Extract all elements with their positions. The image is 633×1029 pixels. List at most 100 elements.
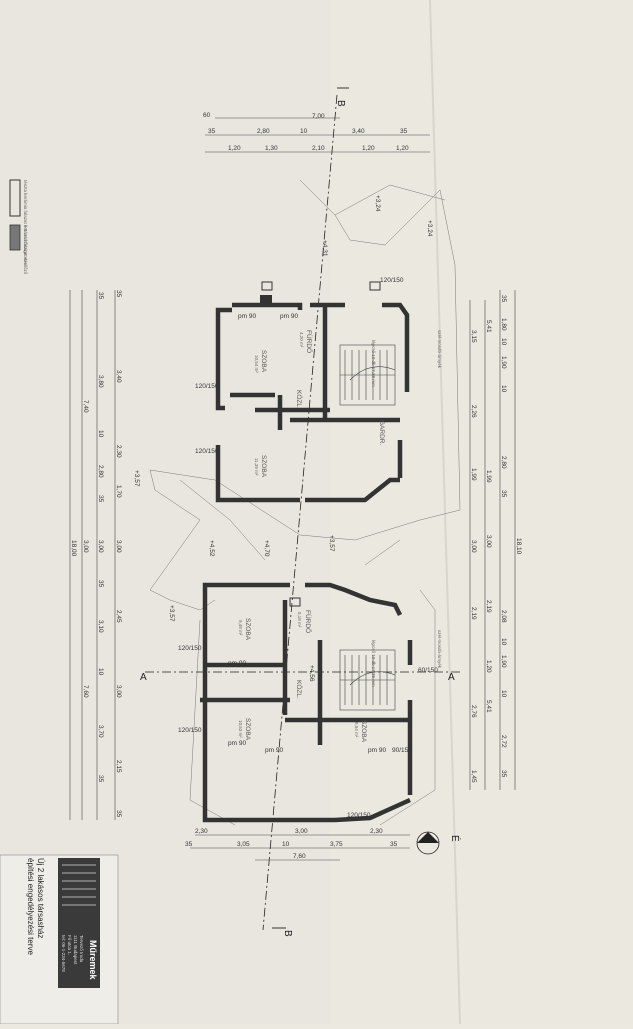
elevation-label: +4,56 — [308, 665, 315, 682]
legend: tészta kerámia falazat + 5 cm hőszigetel… — [9, 179, 28, 275]
bottom-dim: 35 — [390, 841, 398, 848]
room-area: 11,39 m² — [254, 458, 259, 476]
bottom-dim: 35 — [185, 841, 193, 848]
room-area: 4,20 m² — [299, 332, 304, 348]
title-block: Műremek Tervező Iroda 1111 Budapest Fő u… — [0, 854, 119, 1025]
note-text: szél-mosdó-árnyék — [437, 330, 442, 369]
left-dim: 35 — [97, 580, 104, 588]
right-dim: 10 — [500, 338, 507, 346]
room-label: GARDR. — [378, 420, 385, 445]
legend-item: tészta kerámia falazat + 5 cm hőszigetel… — [23, 180, 28, 266]
left-dim: 35 — [115, 810, 122, 818]
legend-swatch-ceramic — [9, 224, 21, 251]
top-dim: 1,20 — [228, 145, 241, 152]
section-mark-b-top: B — [335, 100, 346, 107]
company-sub: Fő utca 1. — [67, 935, 72, 955]
top-dim: 1,30 — [265, 145, 278, 152]
window-label: 120/150 — [178, 727, 202, 734]
lower-staircase — [339, 649, 396, 711]
left-dim: 35 — [115, 290, 122, 298]
top-dim-total: 7,00 — [312, 113, 325, 120]
left-dim: 3,00 — [115, 685, 122, 698]
right-dim: 5,41 — [485, 700, 492, 713]
top-dimensions: 60 35 2,80 10 3,40 35 1,20 1,30 2,10 1,2… — [203, 112, 409, 152]
elevation-label: +3,57 — [168, 605, 175, 622]
right-dim: 2,72 — [500, 735, 507, 748]
top-dim: 35 — [400, 128, 408, 135]
room-label: FÜRDŐ — [304, 610, 313, 633]
right-dim-total: 18,10 — [515, 538, 522, 555]
top-dim: 2,80 — [257, 128, 270, 135]
bottom-dim: 2,30 — [370, 828, 383, 835]
room-label: SZOBA — [360, 720, 367, 743]
window-label: 120/150 — [380, 277, 404, 284]
opening-labels: 120/150 120/150 120/150 120/150 120/150 … — [178, 277, 438, 819]
left-dim: 2,80 — [97, 465, 104, 478]
left-dim: 3,10 — [97, 620, 104, 633]
legend-item: szellőző — [23, 258, 28, 275]
room-area: 8,54 m² — [354, 722, 359, 738]
dimension-lines — [69, 117, 516, 861]
left-dim: 3,40 — [115, 370, 122, 383]
top-dim: 2,10 — [312, 145, 325, 152]
right-dim: 3,00 — [470, 540, 477, 553]
left-dim: 7,40 — [82, 400, 89, 413]
company-logo — [58, 858, 100, 988]
left-dim-total: 18,00 — [70, 540, 77, 557]
elevation-label: +3,57 — [328, 535, 335, 552]
top-dim: 1,20 — [362, 145, 375, 152]
room-area: 9,48 m² — [238, 620, 243, 636]
top-dim: 10 — [300, 128, 308, 135]
lower-unit-walls — [200, 582, 413, 823]
bottom-dim: 2,30 — [195, 828, 208, 835]
right-dim: 35 — [500, 295, 507, 303]
bottom-dim: 10 — [282, 841, 290, 848]
right-dim: 2,08 — [500, 610, 507, 623]
right-dim: 2,26 — [470, 405, 477, 418]
note-text: szél-mosdó-árnyék — [437, 630, 442, 669]
notes: szél-mosdó-árnyék szél-mosdó-árnyék lépc… — [371, 330, 442, 687]
paper-fold — [429, 0, 461, 1025]
right-dim: 2,80 — [500, 456, 507, 469]
roof-outline — [149, 179, 461, 826]
door-label: pm 90 — [280, 313, 298, 320]
left-dim: 10 — [97, 668, 104, 676]
right-dim: 10 — [500, 385, 507, 393]
bottom-dim: 3,75 — [330, 841, 343, 848]
room-area: 5,18 m² — [297, 612, 302, 628]
note-text: lépcső 10 db 17,38 mm — [371, 340, 376, 387]
section-mark-b-bottom: B — [282, 930, 293, 937]
door-label: pm 90 — [228, 660, 246, 667]
upper-unit-walls — [215, 281, 410, 503]
right-dim: 1,90 — [500, 655, 507, 668]
window-label: 60/150 — [418, 667, 438, 674]
right-dim: 35 — [500, 490, 507, 498]
left-dim: 2,45 — [115, 610, 122, 623]
right-dim: 2,19 — [485, 600, 492, 613]
left-dim: 2,30 — [115, 445, 122, 458]
right-dim: 10 — [500, 638, 507, 646]
room-area: 10,53 m² — [238, 720, 243, 738]
company-sub: tel: 06-1-234-5678 — [61, 935, 66, 972]
elevation-label: +3,24 — [374, 195, 381, 212]
elevation-label: +4,52 — [208, 540, 215, 557]
elevation-marks: +3,24 +3,24 +4,31 +3,57 +4,70 +4,52 +3,5… — [133, 195, 433, 682]
window-label: 120/150 — [195, 383, 219, 390]
right-dim: 1,45 — [470, 770, 477, 783]
top-dim: 1,20 — [396, 145, 409, 152]
top-dim: 60 — [203, 112, 211, 119]
company-sub: 1111 Budapest — [73, 935, 78, 965]
door-label: pm 90 — [228, 740, 246, 747]
window-label: 120/150 — [195, 448, 219, 455]
north-arrow: É — [416, 831, 462, 855]
room-label: SZOBA — [260, 350, 267, 373]
room-label: SZOBA — [244, 618, 251, 641]
room-label: KÖZL. — [295, 390, 303, 409]
elevation-label: +4,70 — [263, 540, 270, 557]
left-dimensions: 35 3,40 2,30 1,70 3,00 2,45 3,00 2,15 35… — [70, 290, 122, 818]
room-label: FÜRDŐ — [305, 330, 314, 353]
elevation-label: +3,24 — [426, 220, 433, 237]
paper-shadow — [0, 0, 330, 1024]
company-name: Műremek — [88, 940, 98, 981]
